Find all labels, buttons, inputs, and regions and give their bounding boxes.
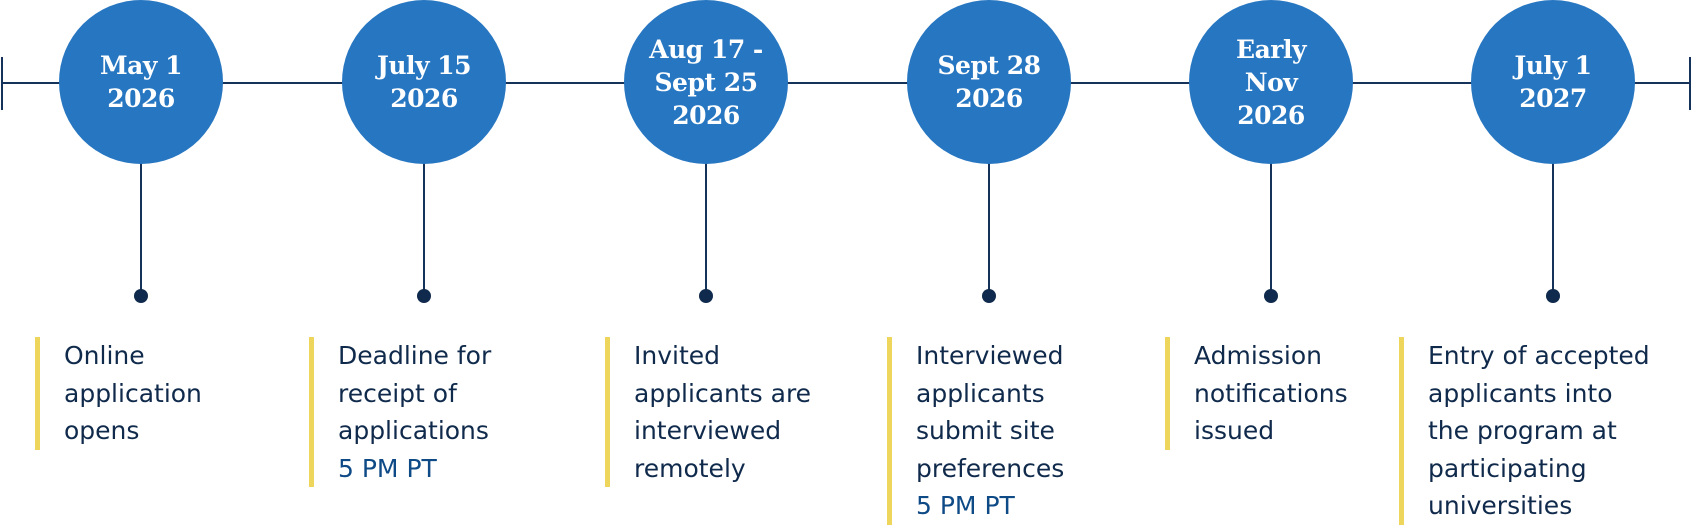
- deadline-time-note: 5 PM PT: [916, 491, 1015, 520]
- milestone-description: Invited applicants are interviewed remot…: [605, 337, 811, 487]
- milestone-description: Admission notifications issued: [1165, 337, 1348, 450]
- date-circle: May 1 2026: [59, 0, 223, 164]
- connector-dot: [982, 289, 996, 303]
- date-label: July 15: [376, 51, 472, 80]
- date-year: 2026: [1237, 100, 1305, 130]
- date-circle: July 1 2027: [1471, 0, 1635, 164]
- date-label: Sept 28: [937, 51, 1041, 80]
- description-line: interviewed: [634, 416, 782, 445]
- connector-line: [1552, 163, 1554, 295]
- connector-line: [988, 163, 990, 295]
- description-line: preferences: [916, 453, 1065, 483]
- description-line: issued: [1194, 416, 1275, 445]
- description-line: applications: [338, 416, 489, 445]
- connector-dot: [1264, 289, 1278, 303]
- timeline-start-tick: [1, 57, 3, 110]
- date-label: May 1: [100, 51, 183, 80]
- connector-dot: [134, 289, 148, 303]
- description-line: remotely: [634, 453, 746, 483]
- date-year: 2026: [955, 84, 1023, 113]
- description-line: participating: [1428, 453, 1587, 483]
- connector-line: [705, 163, 707, 295]
- description-line: receipt of: [338, 378, 457, 408]
- date-label: Aug 17 -: [649, 34, 763, 64]
- date-label: Early: [1236, 34, 1306, 64]
- description-line: notifications: [1194, 378, 1348, 408]
- description-line: the program at: [1428, 416, 1617, 445]
- date-label: Nov: [1244, 67, 1298, 97]
- description-line: Entry of accepted: [1428, 341, 1650, 370]
- connector-line: [140, 163, 142, 295]
- description-line: applicants into: [1428, 378, 1613, 408]
- connector-line: [423, 163, 425, 295]
- date-label: July 1: [1514, 51, 1592, 80]
- description-line: Deadline for: [338, 341, 492, 370]
- date-circle: July 15 2026: [342, 0, 506, 164]
- deadline-time-note: 5 PM PT: [338, 453, 437, 483]
- connector-dot: [1546, 289, 1560, 303]
- description-line: submit site: [916, 416, 1055, 445]
- milestone-description: Deadline for receipt of applications 5 P…: [309, 337, 491, 487]
- date-year: 2027: [1519, 84, 1587, 113]
- description-line: Interviewed: [916, 341, 1064, 370]
- date-year: 2026: [672, 100, 740, 130]
- date-year: 2026: [107, 84, 175, 113]
- connector-dot: [699, 289, 713, 303]
- description-line: Online: [64, 341, 145, 370]
- description-line: Admission: [1194, 341, 1322, 370]
- description-line: opens: [64, 416, 140, 445]
- description-line: application: [64, 378, 202, 408]
- milestone-description: Online application opens: [35, 337, 202, 450]
- description-line: Invited: [634, 341, 721, 370]
- description-line: applicants are: [634, 378, 812, 408]
- connector-line: [1270, 163, 1272, 295]
- description-line: universities: [1428, 491, 1573, 520]
- milestone-description: Entry of accepted applicants into the pr…: [1399, 337, 1650, 525]
- date-circle: Aug 17 - Sept 25 2026: [624, 0, 788, 164]
- date-circle: Early Nov 2026: [1189, 0, 1353, 164]
- date-label: Sept 25: [654, 67, 758, 97]
- timeline-end-tick: [1689, 57, 1691, 110]
- milestone-description: Interviewed applicants submit site prefe…: [887, 337, 1064, 525]
- timeline-axis-line: [2, 82, 1690, 84]
- description-line: applicants: [916, 378, 1045, 408]
- date-circle: Sept 28 2026: [907, 0, 1071, 164]
- date-year: 2026: [390, 84, 458, 113]
- connector-dot: [417, 289, 431, 303]
